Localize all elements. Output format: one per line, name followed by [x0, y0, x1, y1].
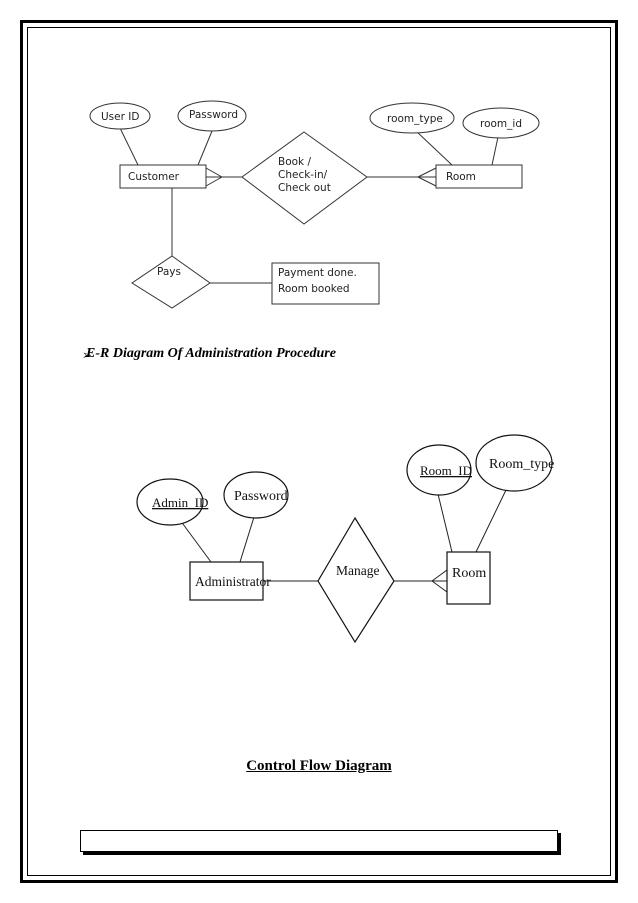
- attr-admin-id-ellipse: [136, 478, 204, 526]
- attr-password-label: Password: [189, 109, 238, 121]
- section-heading: E-R Diagram Of Administration Procedure: [86, 346, 336, 361]
- rel-manage-label: Manage: [336, 563, 379, 578]
- rel-book-label-line1: Book /: [278, 156, 311, 168]
- attr-password-ellipse: [177, 100, 247, 132]
- attr-room-type-ellipse-2: [475, 434, 553, 492]
- control-flow-title: Control Flow Diagram: [246, 758, 392, 774]
- attr-room-id-ellipse-2: [406, 444, 472, 496]
- attr-room-id-label: room_id: [480, 118, 522, 130]
- entity-room-label: Room: [446, 171, 476, 183]
- footer-bar: [80, 830, 558, 852]
- attr-room-id-ellipse: [462, 107, 540, 139]
- attr-room-id-label-2: Room_ID: [420, 463, 472, 478]
- attr-room-type-label: room_type: [387, 113, 443, 125]
- rel-pays-diamond: [131, 255, 211, 309]
- page-border-outer: [20, 20, 618, 883]
- rel-book-label-line2: Check-in/: [278, 169, 328, 181]
- entity-room-box-2: [446, 551, 491, 605]
- attr-room-type-ellipse: [369, 102, 455, 134]
- rel-book-diamond: [241, 131, 368, 225]
- bullet-arrow-icon: ➢: [82, 348, 93, 362]
- attr-admin-password-label: Password: [234, 489, 288, 504]
- attr-user-id-ellipse: [89, 102, 151, 130]
- entity-payment-label-line2: Room booked: [278, 283, 350, 295]
- entity-customer-box: [119, 164, 207, 189]
- attr-admin-password-ellipse: [223, 471, 289, 519]
- rel-manage-diamond: [317, 516, 395, 644]
- rel-pays-label: Pays: [157, 266, 181, 278]
- attr-room-type-label-2: Room_type: [489, 457, 554, 472]
- entity-payment-box: [271, 262, 380, 305]
- page-border-inner: [27, 27, 611, 876]
- entity-room-box: [435, 164, 523, 189]
- attr-user-id-label: User ID: [101, 111, 139, 123]
- entity-administrator-box: [189, 561, 264, 601]
- attr-admin-id-label: Admin_ID: [152, 495, 208, 510]
- entity-customer-label: Customer: [128, 171, 180, 183]
- entity-administrator-label: Administrator: [195, 574, 271, 589]
- rel-book-label-line3: Check out: [278, 182, 331, 194]
- entity-room-label-2: Room: [452, 566, 486, 581]
- entity-payment-label-line1: Payment done.: [278, 267, 357, 279]
